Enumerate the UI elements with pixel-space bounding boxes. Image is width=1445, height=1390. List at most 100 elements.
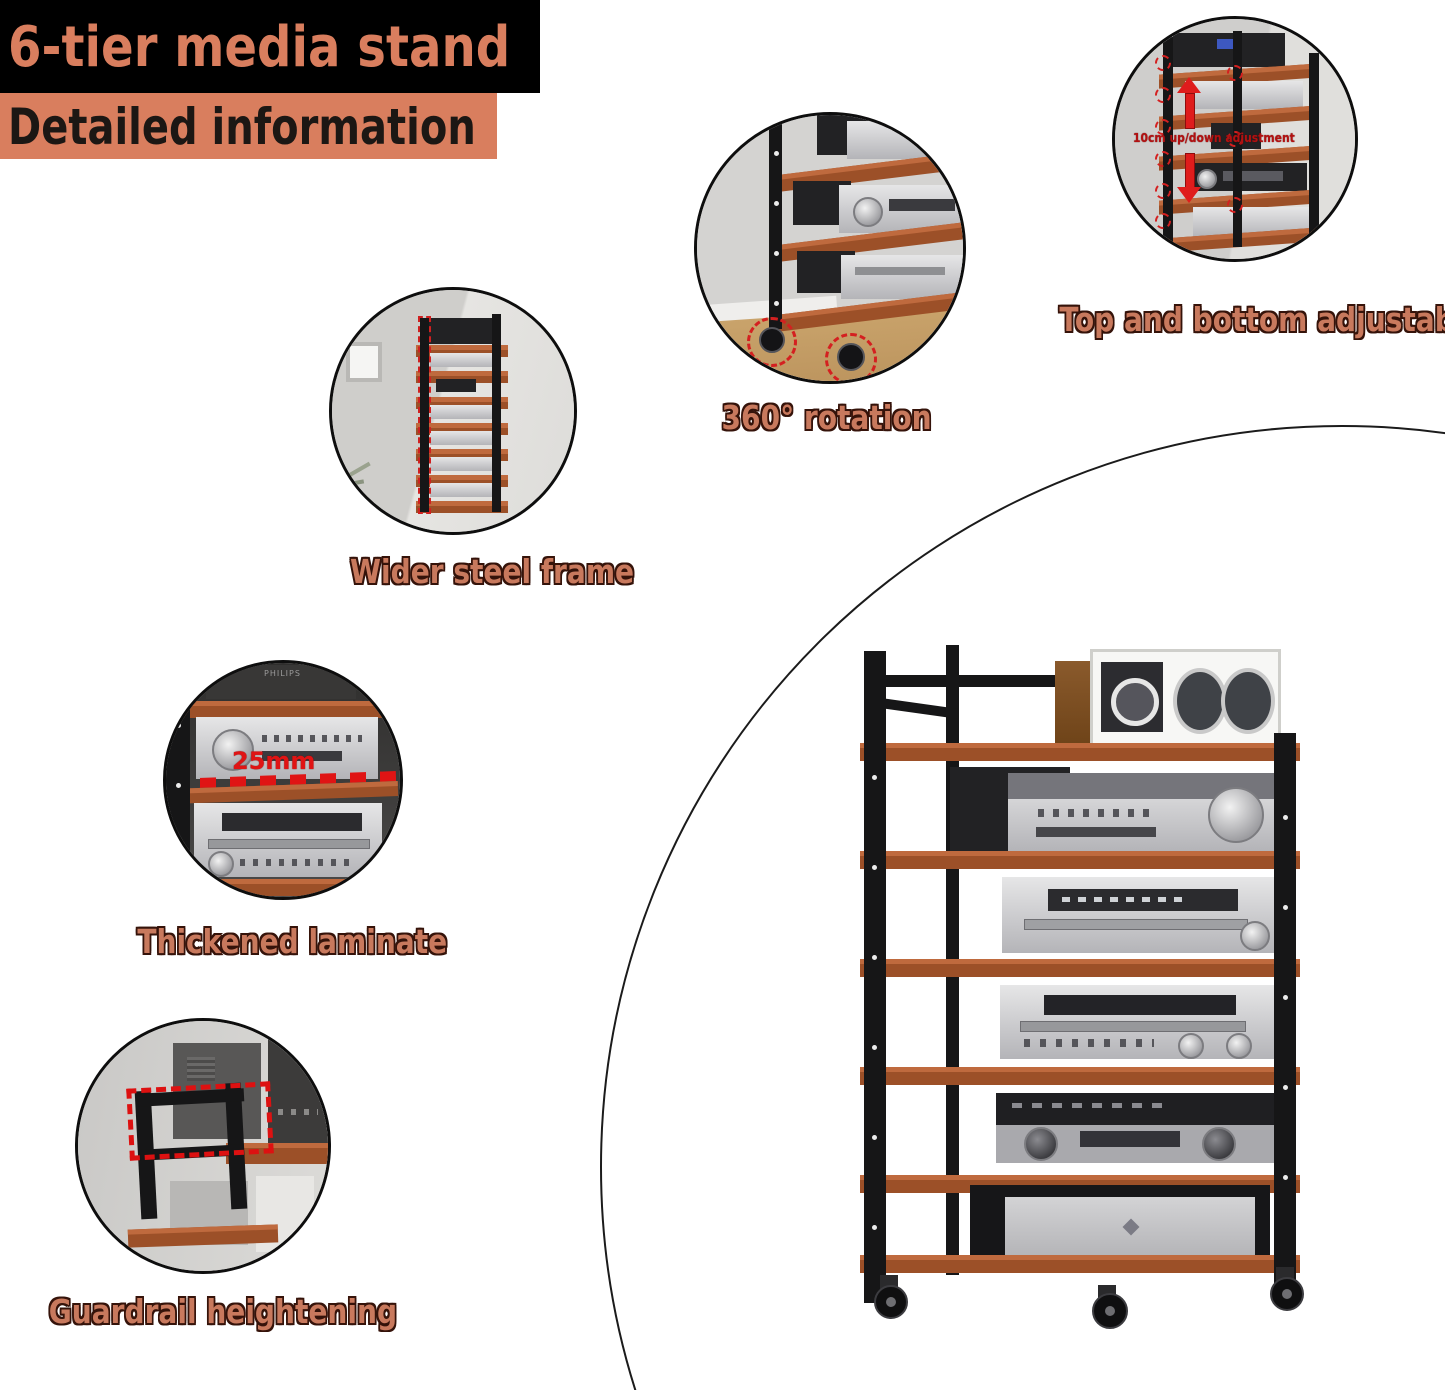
shelf-3 xyxy=(860,959,1300,977)
shelf-4 xyxy=(860,1067,1300,1085)
hole-highlight-1 xyxy=(1155,55,1171,71)
adjustable-label: Top and bottom adjustable xyxy=(1022,300,1445,339)
caster-a-highlight xyxy=(747,317,797,367)
tier3-display-text xyxy=(1062,897,1182,902)
guardrail-label: Guardrail heightening xyxy=(18,1292,397,1331)
receiver-bottom xyxy=(194,803,382,877)
wider-label-text: Wider steel frame xyxy=(350,552,635,591)
tier5-display xyxy=(1080,1131,1180,1147)
laminate-annotation: 25mm xyxy=(232,747,316,775)
page-title: 6-tier media stand xyxy=(8,15,511,80)
tier4-knob-left xyxy=(1178,1033,1204,1059)
rotation-label-text: 360° rotation xyxy=(721,398,933,437)
philips-brand-text: PHILIPS xyxy=(264,669,301,678)
subtitle-banner: Detailed information xyxy=(0,93,497,159)
receiver-top xyxy=(196,717,378,779)
rack-top-unit xyxy=(427,318,493,344)
hole-highlight-4 xyxy=(1155,151,1171,167)
tier3-knob xyxy=(1197,169,1217,189)
wider-photo xyxy=(329,287,577,535)
amp-logo xyxy=(1122,1218,1140,1236)
tier3-receiver xyxy=(1187,163,1307,191)
front-post xyxy=(769,115,782,329)
tier2-display-slot xyxy=(1036,827,1156,837)
philips-unit: PHILIPS xyxy=(206,665,356,699)
caster-mid-wheel xyxy=(1092,1293,1128,1329)
rack-unit-1 xyxy=(430,353,492,367)
receiver-bottom-buttons xyxy=(240,859,350,866)
page-subtitle: Detailed information xyxy=(8,98,476,156)
tier4-receiver xyxy=(1000,985,1276,1059)
receiver-bottom-slot xyxy=(208,839,370,849)
equip-top xyxy=(847,121,963,159)
down-arrow-head xyxy=(1177,187,1201,203)
rotation-label: 360° rotation xyxy=(694,398,960,437)
rotation-photo xyxy=(694,112,966,384)
lower-shelf xyxy=(170,879,400,896)
monitor-vents xyxy=(187,1057,215,1081)
caster-right-hub xyxy=(1282,1289,1292,1299)
left-post xyxy=(166,663,190,897)
hole-highlight-8 xyxy=(1227,131,1243,147)
tier2-receiver xyxy=(1008,773,1276,851)
tier3-display xyxy=(1223,171,1283,181)
adjustable-photo: 10cm up/down adjustment xyxy=(1112,16,1358,262)
adjust-annotation: 10cm up/down adjustment xyxy=(1133,131,1295,145)
guardrail-label-text: Guardrail heightening xyxy=(48,1292,398,1331)
vintage-radio xyxy=(1090,649,1281,751)
picture-frame xyxy=(346,342,382,382)
rack-unit-6 xyxy=(430,483,492,497)
equip-mid xyxy=(839,185,963,233)
post-screws xyxy=(774,151,779,156)
top-guardrail-bar xyxy=(876,675,1106,687)
top-unit-display xyxy=(1217,39,1237,49)
equip-low xyxy=(841,255,963,299)
down-arrow-shaft xyxy=(1185,153,1195,189)
thickened-label-text: Thickened laminate xyxy=(137,922,448,961)
tier3-receiver xyxy=(1002,877,1276,953)
equip-mid-display xyxy=(889,199,955,211)
tier5-knob-left xyxy=(1024,1127,1058,1161)
hole-highlight-6 xyxy=(1155,213,1171,229)
rack-right-post xyxy=(1274,733,1296,1303)
rack-shelf-7 xyxy=(416,501,508,513)
thickened-photo: PHILIPS 25mm xyxy=(163,660,403,900)
hole-highlight-3 xyxy=(1155,119,1171,135)
tier5-knob-right xyxy=(1202,1127,1236,1161)
hole-highlight-7 xyxy=(1227,65,1243,81)
receiver-top-buttons xyxy=(262,735,362,742)
tier4-disc-slot xyxy=(1020,1021,1246,1032)
shelf-1 xyxy=(860,743,1300,761)
up-arrow-head xyxy=(1177,77,1201,93)
tower-buttons xyxy=(278,1109,318,1115)
tier3-disc-slot xyxy=(1024,919,1248,930)
caster-b-highlight xyxy=(825,333,877,381)
tier2-knob xyxy=(1208,787,1264,843)
tower-unit xyxy=(268,1037,328,1147)
receiver-bottom-display xyxy=(222,813,362,831)
tier6-amplifier xyxy=(1005,1197,1255,1255)
upper-shelf xyxy=(172,701,398,718)
equip-low-slot xyxy=(855,267,945,275)
left-post xyxy=(1163,37,1173,243)
right-post-screws xyxy=(1283,815,1288,820)
caster-right-wheel xyxy=(1270,1277,1304,1311)
guardrail-photo xyxy=(75,1018,331,1274)
shelf-2 xyxy=(860,851,1300,869)
tier5-av-receiver xyxy=(996,1093,1276,1163)
radio-speaker-left xyxy=(1173,668,1227,734)
rack-unit-5 xyxy=(430,457,492,471)
right-shelf xyxy=(226,1143,328,1164)
hole-highlight-5 xyxy=(1155,183,1171,199)
hole-highlight-2 xyxy=(1155,87,1171,103)
wider-label: Wider steel frame xyxy=(325,552,634,591)
rack-left-post xyxy=(864,651,886,1303)
rack-unit-4 xyxy=(430,431,492,445)
adjustable-label-text: Top and bottom adjustable xyxy=(1059,300,1445,339)
hole-highlight-9 xyxy=(1227,197,1243,213)
up-arrow-shaft xyxy=(1185,93,1195,129)
tier4-knob-right xyxy=(1226,1033,1252,1059)
tier5-top-text xyxy=(1012,1103,1162,1108)
radio-speaker-right xyxy=(1221,668,1275,734)
